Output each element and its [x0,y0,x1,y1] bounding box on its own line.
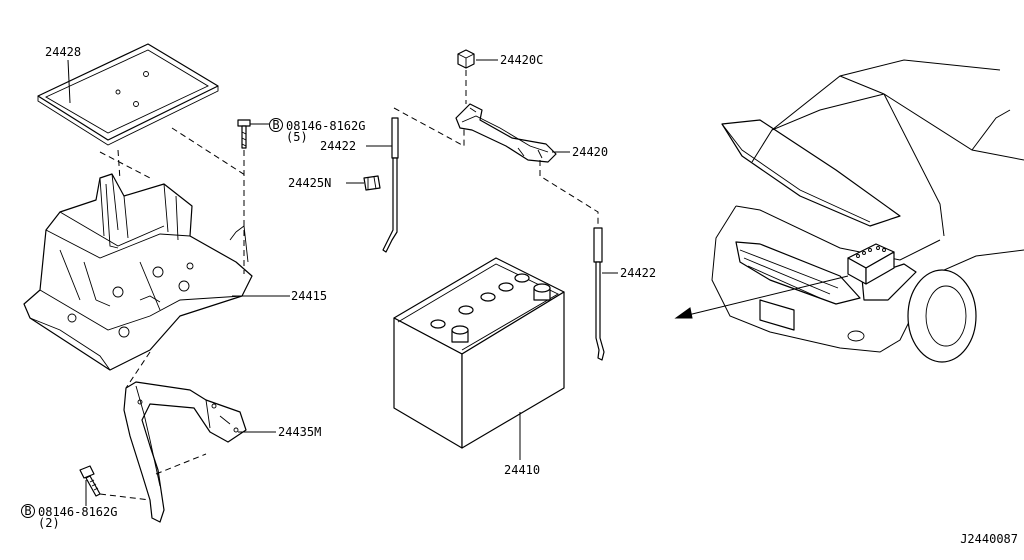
tray-label: 24415 [291,289,327,303]
bolt-bottom [79,465,101,497]
clip-label: 24425N [288,176,331,190]
bolt-bottom-label: 08146-8162G [38,505,117,519]
bracket-dash [125,351,207,475]
bolt-top-qty: (5) [286,130,308,144]
nut [457,49,475,69]
frame-dash [539,160,599,228]
clip-rod-left [382,117,399,253]
clip-rod-label: 24422 [320,139,356,153]
bolt-top [237,119,251,149]
bolt-bottom-qty: (2) [38,516,60,530]
rod-left-dash [393,107,465,147]
bracket-label: 24435M [278,425,321,439]
tray-cover-leader [67,59,71,104]
location-arrow [674,275,849,319]
clip-rod-right [593,227,605,361]
battery-caps [430,273,551,343]
clip [363,175,381,191]
bracket [123,381,247,523]
tray-cover [37,43,219,146]
battery [393,257,565,449]
car-illustration [711,59,1024,363]
frame-label: 24420 [572,145,608,159]
tray-cover-label: 24428 [45,45,81,59]
bolt-bottom-mark: B [24,504,31,518]
bolt-top-mark-circle [269,118,283,132]
bolt-top-label: 08146-8162G [286,119,365,133]
diagram-code: J2440087 [960,532,1018,546]
battery-tray [23,173,253,371]
nut-label: 24420C [500,53,543,67]
car-battery-icon [847,243,895,285]
rod-right-label: 24422 [620,266,656,280]
bolt-bottom-mark-circle [21,504,35,518]
bolt-top-mark: B [272,118,279,132]
bolt-bottom-dash [99,493,151,501]
hold-down-frame [455,103,557,163]
cover-to-tray-dash [99,127,246,181]
battery-label: 24410 [504,463,540,477]
